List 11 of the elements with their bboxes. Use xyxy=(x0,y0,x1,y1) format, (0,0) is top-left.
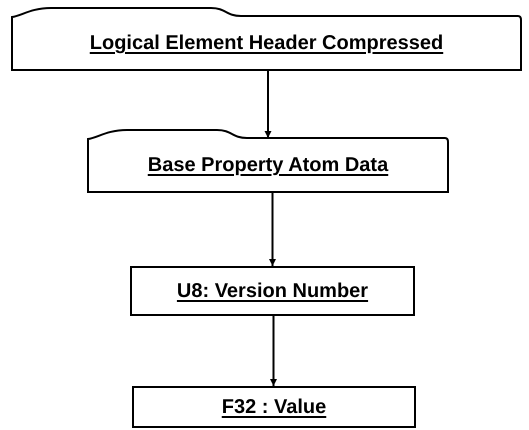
box-label: Logical Element Header Compressed xyxy=(90,32,444,55)
box-label: F32 : Value xyxy=(222,396,326,418)
process-box xyxy=(132,386,416,428)
arrow xyxy=(269,193,276,266)
arrow xyxy=(264,71,272,138)
arrow xyxy=(270,316,277,386)
folder-box xyxy=(87,129,449,193)
box-label: Base Property Atom Data xyxy=(148,154,388,177)
process-box xyxy=(130,266,415,316)
box-label: U8: Version Number xyxy=(176,280,368,302)
folder-box xyxy=(11,7,522,71)
